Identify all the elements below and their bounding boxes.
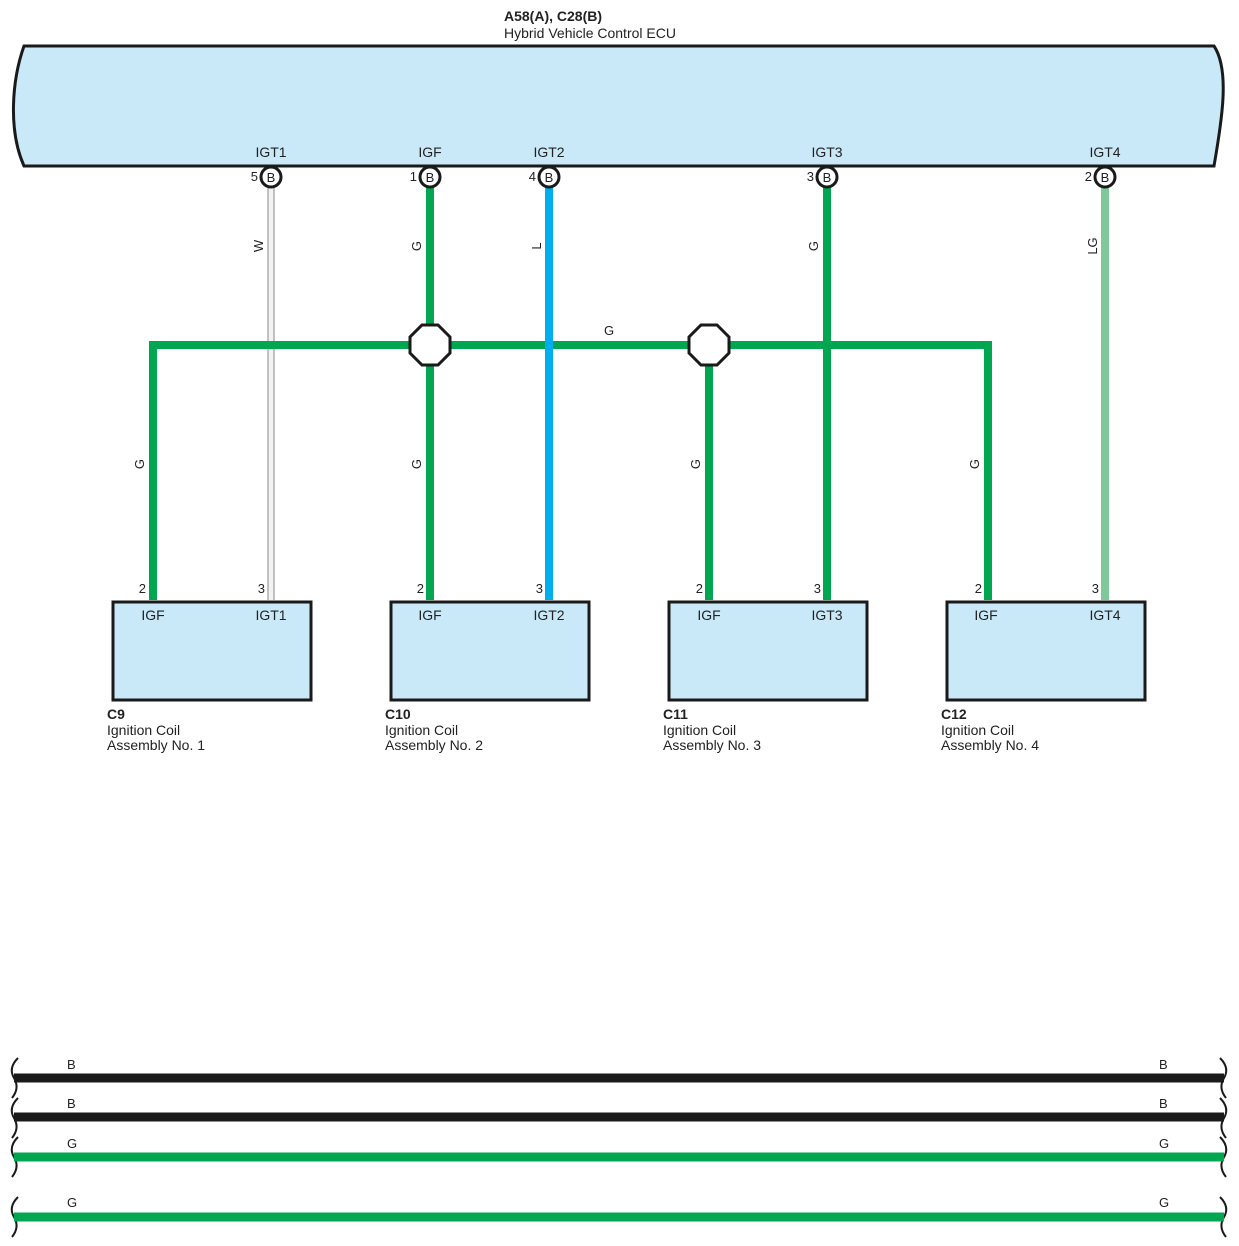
wire-code-igt3: G [806, 241, 821, 251]
wire-code-drop2: G [409, 459, 424, 469]
ecu-terminal-igt2: IGT2 [533, 144, 564, 160]
coil-c9-igt-pin: 3 [258, 581, 265, 596]
splice-point-2 [687, 323, 731, 367]
coil-c9-igt-label: IGT1 [255, 607, 286, 623]
coil-c11-line1: Ignition Coil [663, 722, 736, 738]
coil-c9: 2 3 IGF IGT1 C9 Ignition Coil Assembly N… [107, 581, 313, 753]
coil-c12-igf-label: IGF [974, 607, 997, 623]
ecu-pin-igt4: 2 B [1085, 165, 1117, 189]
coil-c10-igf-pin: 2 [417, 581, 424, 596]
legend-wire-4-left: G [67, 1195, 77, 1210]
wire-code-drop1: G [132, 459, 147, 469]
coil-c10-igt-pin: 3 [536, 581, 543, 596]
ecu-pin-igt3: 3 B [807, 165, 839, 189]
ecu-terminal-igf: IGF [418, 144, 441, 160]
coil-c11-igt-pin: 3 [814, 581, 821, 596]
coil-c10-line1: Ignition Coil [385, 722, 458, 738]
svg-text:B: B [426, 170, 435, 185]
legend-wire-2: B B [10, 1096, 1228, 1139]
svg-text:B: B [267, 170, 276, 185]
ecu-terminal-igt4: IGT4 [1089, 144, 1120, 160]
coil-c10-igt-label: IGT2 [533, 607, 564, 623]
legend-wire-3-left: G [67, 1136, 77, 1151]
coil-c12-igt-label: IGT4 [1089, 607, 1120, 623]
wire-code-igt2: L [529, 242, 544, 249]
coil-c10: 2 3 IGF IGT2 C10 Ignition Coil Assembly … [385, 581, 591, 753]
coil-c12-igt-pin: 3 [1092, 581, 1099, 596]
coil-c12-id: C12 [941, 706, 967, 722]
coil-c11: 2 3 IGF IGT3 C11 Ignition Coil Assembly … [663, 581, 869, 753]
svg-text:B: B [823, 170, 832, 185]
coil-c9-line2: Assembly No. 1 [107, 737, 205, 753]
svg-text:B: B [1101, 170, 1110, 185]
svg-text:2: 2 [1085, 169, 1092, 184]
svg-text:B: B [545, 170, 554, 185]
coil-c10-line2: Assembly No. 2 [385, 737, 483, 753]
coil-c12-line2: Assembly No. 4 [941, 737, 1039, 753]
coil-c9-igf-label: IGF [141, 607, 164, 623]
coil-c11-line2: Assembly No. 3 [663, 737, 761, 753]
wire-code-igt4: LG [1085, 237, 1100, 254]
wire-code-drop3: G [688, 459, 703, 469]
coil-c9-line1: Ignition Coil [107, 722, 180, 738]
coil-c10-id: C10 [385, 706, 411, 722]
coil-c12: 2 3 IGF IGT4 C12 Ignition Coil Assembly … [941, 581, 1147, 753]
coil-c11-igt-label: IGT3 [811, 607, 842, 623]
legend-wire-3-right: G [1159, 1136, 1169, 1151]
coil-c9-id: C9 [107, 706, 125, 722]
ecu-name-label: Hybrid Vehicle Control ECU [504, 25, 676, 41]
coil-c11-igf-label: IGF [697, 607, 720, 623]
legend-wire-1-left: B [67, 1057, 76, 1072]
legend-wire-4-right: G [1159, 1195, 1169, 1210]
legend-wire-2-left: B [67, 1096, 76, 1111]
coil-c10-igf-label: IGF [418, 607, 441, 623]
wire-code-igf: G [409, 241, 424, 251]
legend-wire-1-right: B [1159, 1057, 1168, 1072]
wire-code-igt1: W [251, 239, 266, 252]
svg-text:4: 4 [529, 169, 536, 184]
legend-wire-2-right: B [1159, 1096, 1168, 1111]
coil-c12-line1: Ignition Coil [941, 722, 1014, 738]
wire-code-drop4: G [967, 459, 982, 469]
svg-text:5: 5 [251, 169, 258, 184]
legend-wire-4: G G [10, 1195, 1228, 1238]
legend-wire-1: B B [10, 1057, 1228, 1099]
ecu-connector-label: A58(A), C28(B) [504, 8, 602, 24]
wire-code-bus: G [604, 323, 614, 338]
svg-text:1: 1 [410, 169, 417, 184]
coil-c12-igf-pin: 2 [975, 581, 982, 596]
coil-c11-igf-pin: 2 [696, 581, 703, 596]
ecu-terminal-igt3: IGT3 [811, 144, 842, 160]
ecu-terminal-igt1: IGT1 [255, 144, 286, 160]
ecu-pin-igt1: 5 B [251, 165, 283, 189]
svg-text:3: 3 [807, 169, 814, 184]
legend-wire-3: G G [10, 1136, 1228, 1178]
coil-c9-igf-pin: 2 [139, 581, 146, 596]
ecu-pin-igf: 1 B [410, 165, 442, 189]
coil-c11-id: C11 [663, 706, 688, 722]
ecu-pin-igt2: 4 B [529, 165, 561, 189]
ecu-box [12, 44, 1225, 168]
splice-point-1 [408, 323, 452, 367]
wire-igf-bus [149, 341, 992, 600]
